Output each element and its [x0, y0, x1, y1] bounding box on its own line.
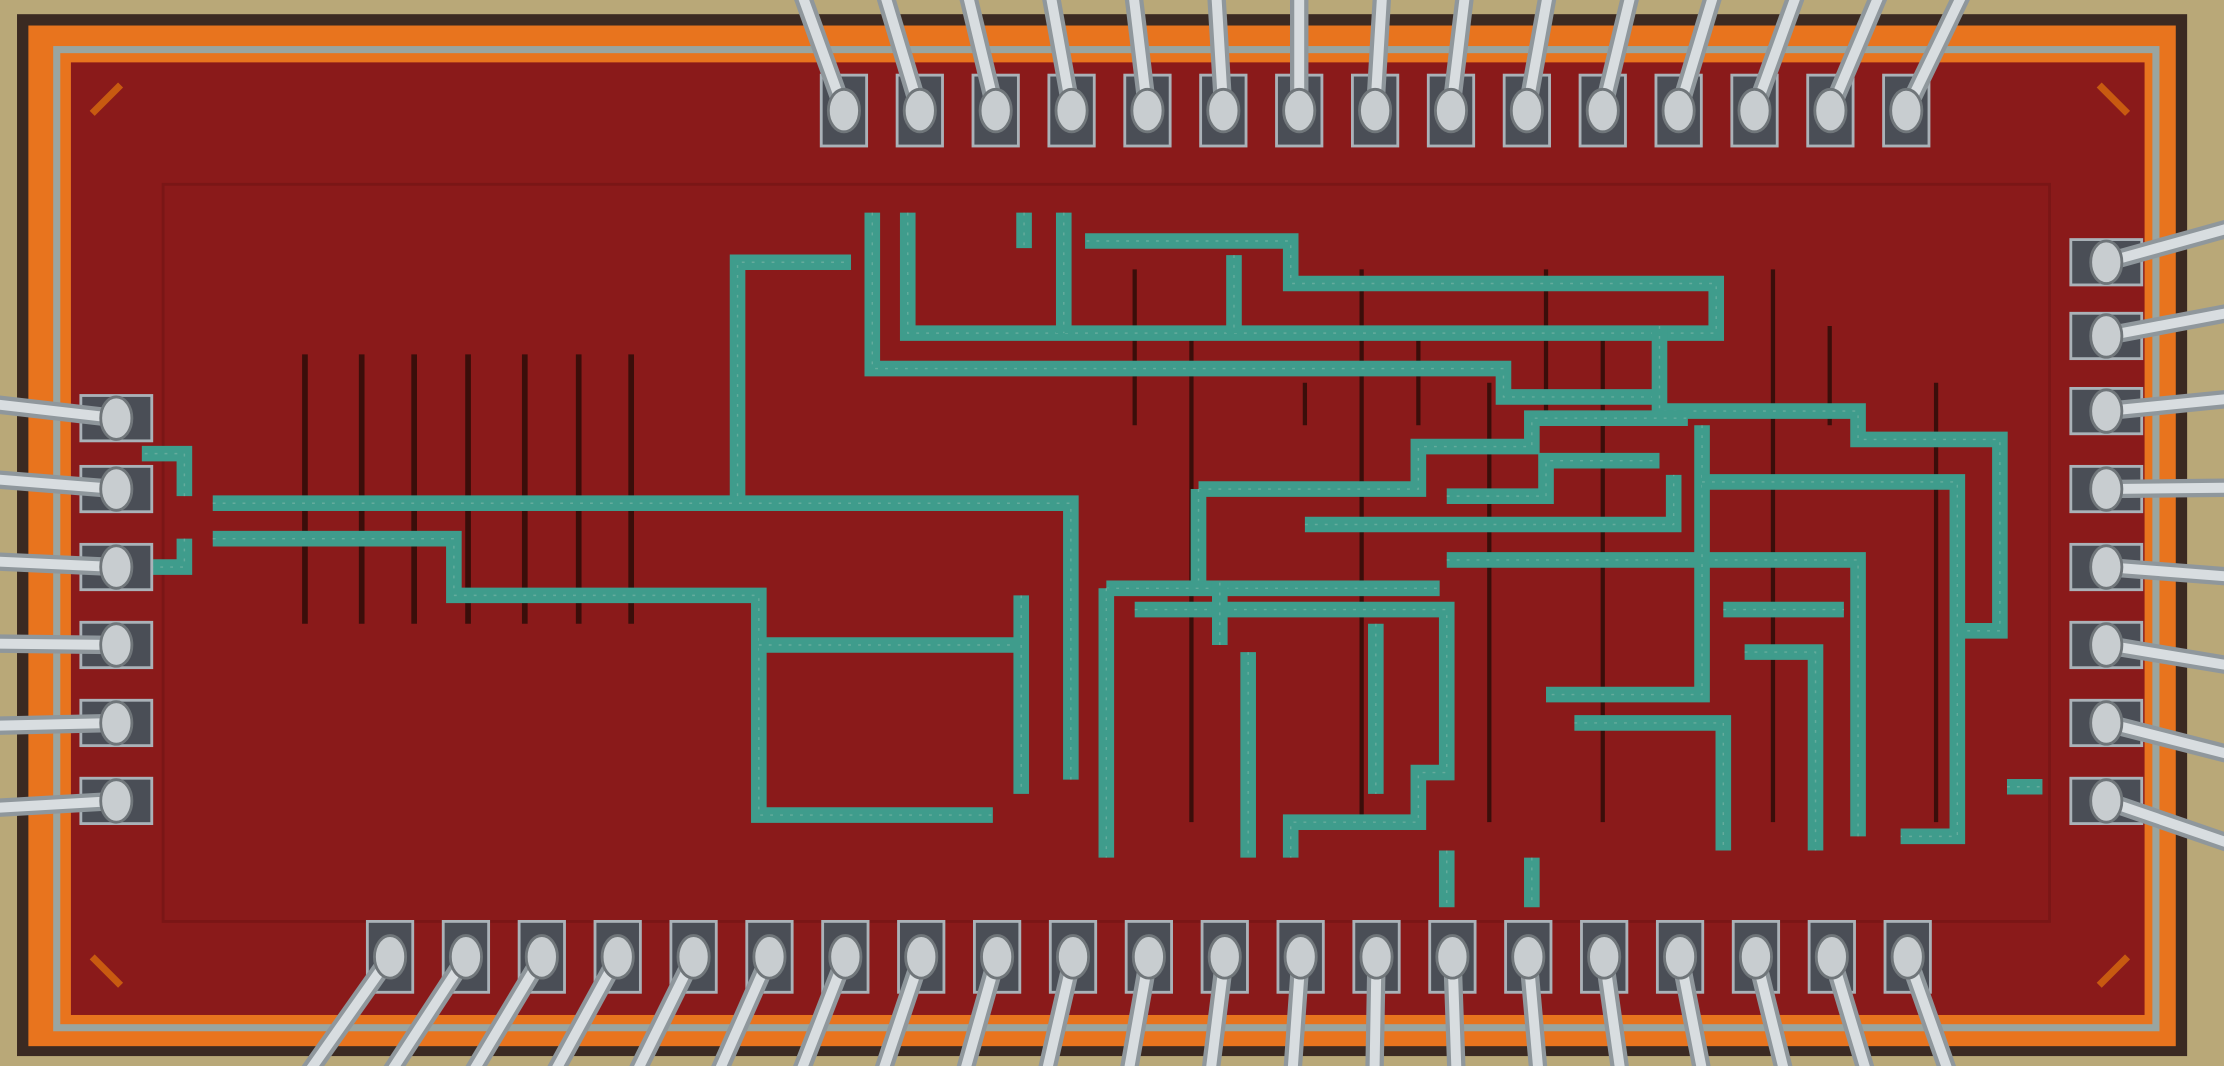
bond-wire-highlight	[2101, 640, 2224, 670]
wire-bond-ball	[1130, 87, 1165, 134]
wire-bond-ball	[1433, 87, 1469, 134]
wire-bond-ball	[1814, 934, 1849, 980]
wire-bond-ball	[904, 934, 939, 980]
bond-wire-highlight	[2101, 308, 2224, 341]
core-boundary	[161, 182, 2051, 923]
wire-bond-ball	[373, 934, 408, 980]
bond-wire-highlight	[1901, 0, 1966, 116]
metal-trace-texture	[1574, 722, 1725, 851]
wire-bond-ball	[676, 934, 711, 980]
metal-trace-texture	[907, 212, 1717, 334]
metal-trace-texture	[1546, 425, 1703, 696]
metal-trace	[141, 538, 193, 575]
wire-bond-ball	[600, 934, 635, 980]
wire-bond-ball	[2089, 544, 2124, 590]
bond-wire-highlight	[2101, 394, 2224, 417]
metal-trace-texture	[1446, 459, 1660, 497]
wire-bond-ball	[1587, 934, 1622, 980]
wire-bond-ball	[1585, 87, 1620, 134]
bond-wire-highlight	[2101, 224, 2224, 268]
bond-wire-highlight	[715, 951, 775, 1066]
wire-bond-ball	[902, 87, 937, 134]
wire-bond-ball	[2089, 700, 2124, 746]
metal-trace-texture	[1446, 559, 1859, 837]
bond-wire-highlight	[0, 795, 122, 813]
wire-bond-ball	[2089, 466, 2124, 512]
metal-trace-texture	[1198, 417, 1688, 490]
wire-bond-ball	[2089, 622, 2124, 668]
wire-bond-ball	[1055, 934, 1091, 980]
metal-trace	[1134, 601, 1455, 858]
metal-trace-texture	[1658, 326, 2001, 632]
wire-bond-ball	[2089, 313, 2124, 359]
wire-bond-ball	[1737, 87, 1772, 134]
wire-bond-ball	[2089, 388, 2124, 434]
wire-bond-ball	[99, 700, 134, 746]
wire-bond-ball	[1359, 934, 1394, 980]
wire-bond-ball	[752, 934, 787, 980]
wire-bond-ball	[99, 466, 134, 512]
bond-wire-highlight	[2101, 717, 2224, 759]
guard-ring	[53, 46, 2160, 1032]
wire-bond-ball	[1509, 87, 1544, 134]
bond-wire-highlight	[2101, 482, 2224, 495]
metal-trace-texture	[212, 537, 993, 816]
wire-bond-ball	[1890, 934, 1925, 980]
bond-wire-highlight	[0, 474, 122, 495]
bond-wire-highlight	[0, 638, 122, 650]
wire-bond-ball	[1131, 934, 1166, 980]
wire-bond-ball	[1358, 87, 1393, 134]
bond-wire-highlight	[306, 951, 396, 1066]
metal-trace-texture	[736, 261, 852, 497]
wire-bond-ball	[2089, 778, 2124, 824]
bond-wire-highlight	[0, 556, 122, 572]
wire-bond-ball	[1207, 934, 1242, 980]
metal-trace-texture	[141, 452, 186, 497]
wire-bond-ball	[99, 395, 134, 441]
corner-mark	[89, 82, 124, 116]
bond-wire-highlight	[552, 951, 623, 1066]
wire-bond-ball	[99, 544, 134, 590]
bond-wire-highlight	[470, 951, 547, 1066]
metal-trace-texture	[212, 502, 1072, 780]
bond-wire-highlight	[388, 951, 471, 1066]
metal-trace-texture	[1702, 481, 1959, 838]
wire-bond-ball	[826, 87, 861, 134]
wire-bond-ball	[1054, 87, 1089, 134]
corner-mark	[2096, 82, 2131, 116]
wire-bond-ball	[1511, 934, 1546, 980]
corner-mark	[89, 954, 124, 988]
wire-bond-ball	[980, 934, 1015, 980]
metal-trace-texture	[1744, 651, 1817, 851]
wire-bond-ball	[1661, 87, 1696, 134]
metal-trace-texture	[1304, 474, 1675, 526]
bond-wire-highlight	[2101, 795, 2224, 847]
wire-bond-ball	[1663, 934, 1698, 980]
wire-bond-ball	[99, 622, 134, 668]
wire-bond-ball	[448, 934, 483, 980]
wire-bond-ball	[1282, 87, 1317, 134]
wire-bond-ball	[978, 87, 1013, 134]
wire-bond-ball	[1889, 87, 1924, 134]
bond-wire-highlight	[634, 951, 699, 1066]
wire-bond-ball	[2089, 239, 2124, 285]
wire-bond-ball	[1813, 87, 1848, 134]
wire-bond-ball	[1738, 934, 1773, 980]
corner-mark	[2096, 954, 2131, 988]
wire-bond-ball	[828, 934, 863, 980]
wire-bond-ball	[99, 778, 134, 824]
bond-wire-highlight	[2101, 562, 2224, 582]
wire-bond-ball	[524, 934, 559, 980]
wire-bond-ball	[1206, 87, 1241, 134]
bond-wire-highlight	[0, 399, 122, 424]
wire-bond-ball	[1435, 934, 1470, 980]
wire-bond-ball	[1283, 934, 1318, 980]
metal-traces	[89, 82, 2131, 988]
metal-trace-texture	[871, 212, 1660, 398]
bond-wire-highlight	[0, 717, 122, 731]
